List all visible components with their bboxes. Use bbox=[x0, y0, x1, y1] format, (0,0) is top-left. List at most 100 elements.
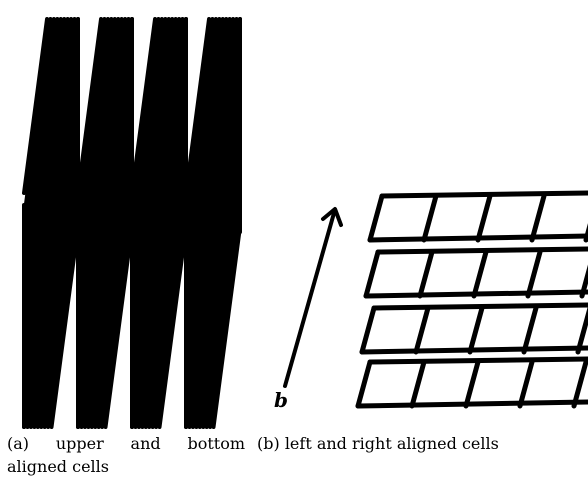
panel-a-cell-edge bbox=[32, 95, 80, 429]
panel-a-cell-edge bbox=[184, 17, 212, 195]
panel-a-cell-edge bbox=[22, 17, 53, 221]
panel-b-cell-wall bbox=[367, 193, 385, 243]
panel-a-cell-edge bbox=[184, 17, 229, 325]
panel-a-cell-edge bbox=[93, 147, 134, 429]
panel-a-cell-edge bbox=[184, 17, 218, 247]
panel-a-cell-edge bbox=[89, 121, 134, 429]
panel-a-cell-edge bbox=[82, 69, 134, 429]
panel-b-cell-wall bbox=[471, 249, 489, 299]
panel-a-cell-edge bbox=[76, 17, 128, 377]
panel-b-row-bottom bbox=[355, 399, 588, 409]
panel-a-cell-edge bbox=[76, 17, 121, 325]
panel-a-cell-edge bbox=[39, 147, 80, 429]
panel-b-cell-wall bbox=[421, 193, 439, 243]
panel-b-cell-wall bbox=[355, 359, 373, 409]
panel-a-cell-edge bbox=[130, 17, 175, 325]
panel-b-cell-wall bbox=[517, 359, 535, 409]
caption-b: (b) left and right aligned cells bbox=[257, 434, 499, 453]
panel-a-cell-edge bbox=[22, 17, 60, 273]
panel-a-cell-edge bbox=[130, 17, 161, 221]
panel-a-cell-edge bbox=[184, 17, 232, 351]
vector-b-shaft bbox=[283, 211, 336, 388]
panel-a-cell-edge bbox=[22, 17, 70, 351]
panel-a-cell-edge bbox=[46, 199, 80, 429]
panel-a-cell-edge bbox=[22, 17, 74, 377]
panel-a-cell-edge bbox=[22, 17, 63, 299]
lattice-vector-b-arrow bbox=[283, 207, 343, 388]
panel-a-cell-edge bbox=[25, 43, 80, 429]
panel-b-cell-wall bbox=[467, 305, 485, 355]
panel-b-cell-wall bbox=[463, 359, 481, 409]
panel-a-cell-edge bbox=[184, 17, 222, 273]
panel-b-left-right-aligned-cells bbox=[355, 190, 588, 409]
panel-a-cell-edge bbox=[76, 17, 114, 273]
panel-a-cell-edge bbox=[22, 17, 56, 247]
panel-a-cell-edge bbox=[133, 43, 188, 429]
panel-b-cell-wall bbox=[571, 359, 588, 409]
panel-a-cell-edge bbox=[130, 17, 178, 351]
panel-b-cell-wall bbox=[579, 264, 588, 299]
panel-a-cell-edge bbox=[201, 147, 242, 429]
panel-a-cell-edge bbox=[208, 199, 242, 429]
panel-a-cell-edge bbox=[86, 95, 134, 429]
panel-a-cell-edge bbox=[100, 199, 134, 429]
panel-a-cell-edge bbox=[130, 17, 188, 429]
panel-a-cell-edge bbox=[211, 225, 242, 429]
panel-a-cell-edge bbox=[22, 17, 50, 195]
panel-a-cell-edge bbox=[157, 225, 188, 429]
panel-a-cell-edge bbox=[194, 95, 242, 429]
vector-b-label: b bbox=[274, 388, 288, 412]
panel-a-cell-edge bbox=[187, 43, 242, 429]
panel-a-cell-edge bbox=[184, 17, 239, 403]
panel-a-cell-edge bbox=[22, 17, 80, 429]
panel-b-row-bottom bbox=[359, 345, 588, 355]
panel-a-cell-edge bbox=[130, 17, 164, 247]
panel-a-cell-edge bbox=[103, 225, 134, 429]
panel-b-row-top bbox=[375, 246, 588, 255]
panel-a-cell-edge bbox=[28, 69, 80, 429]
panel-a-cell-edge bbox=[76, 17, 110, 247]
panel-b-cell-wall bbox=[475, 193, 493, 243]
panel-a-cell-edge bbox=[130, 17, 168, 273]
panel-b-cell-wall bbox=[525, 249, 543, 299]
panel-a-cell-edge bbox=[130, 17, 185, 403]
caption-a-line2: aligned cells bbox=[7, 457, 109, 476]
caption-a-line1: (a) upper and bottom bbox=[7, 434, 245, 453]
panel-a-cell-edge bbox=[140, 95, 188, 429]
panel-a-cell-edge bbox=[35, 121, 80, 429]
panel-a-cell-edge bbox=[96, 173, 134, 429]
panel-a-cell-edge bbox=[197, 121, 242, 429]
panel-b-cell-wall bbox=[413, 305, 431, 355]
panel-a-cell-edge bbox=[190, 69, 242, 429]
panel-a-cell-edge bbox=[136, 69, 188, 429]
panel-a-cell-edge bbox=[22, 17, 77, 403]
panel-a-cell-edge bbox=[76, 17, 104, 195]
panel-a-cell-edge bbox=[79, 43, 134, 429]
panel-a-cell-edge bbox=[184, 17, 242, 429]
panel-b-cell-wall bbox=[575, 306, 588, 355]
panel-a-cell-edge bbox=[76, 17, 131, 403]
panel-a-cell-edge bbox=[184, 17, 236, 377]
panel-a-cell-edge bbox=[150, 173, 188, 429]
panel-a-cell-edge bbox=[130, 17, 158, 195]
vector-b-arrowhead bbox=[321, 207, 343, 227]
panel-a-cell-edge bbox=[76, 17, 107, 221]
panel-b-row-top bbox=[379, 190, 588, 199]
panel-a-cell-edge bbox=[184, 17, 225, 299]
panel-a-cell-edge bbox=[76, 17, 124, 351]
panel-a-cell-edge bbox=[130, 17, 171, 299]
panel-b-cell-wall bbox=[409, 359, 427, 409]
panel-a-cell-edge bbox=[154, 199, 188, 429]
panel-a-upper-bottom-aligned-cells bbox=[22, 17, 242, 429]
panel-a-cell-edge bbox=[184, 17, 215, 221]
panel-a-cell-edge bbox=[49, 225, 80, 429]
panel-a-cell-edge bbox=[204, 173, 242, 429]
panel-a-cell-edge bbox=[147, 147, 188, 429]
panel-a-cell-edge bbox=[22, 17, 67, 325]
panel-b-cell-wall bbox=[363, 249, 381, 299]
panel-a-cell-edge bbox=[130, 17, 182, 377]
panel-b-cell-wall bbox=[359, 305, 377, 355]
panel-a-cell-edge bbox=[76, 17, 134, 429]
panel-a-cell-edge bbox=[76, 17, 117, 299]
